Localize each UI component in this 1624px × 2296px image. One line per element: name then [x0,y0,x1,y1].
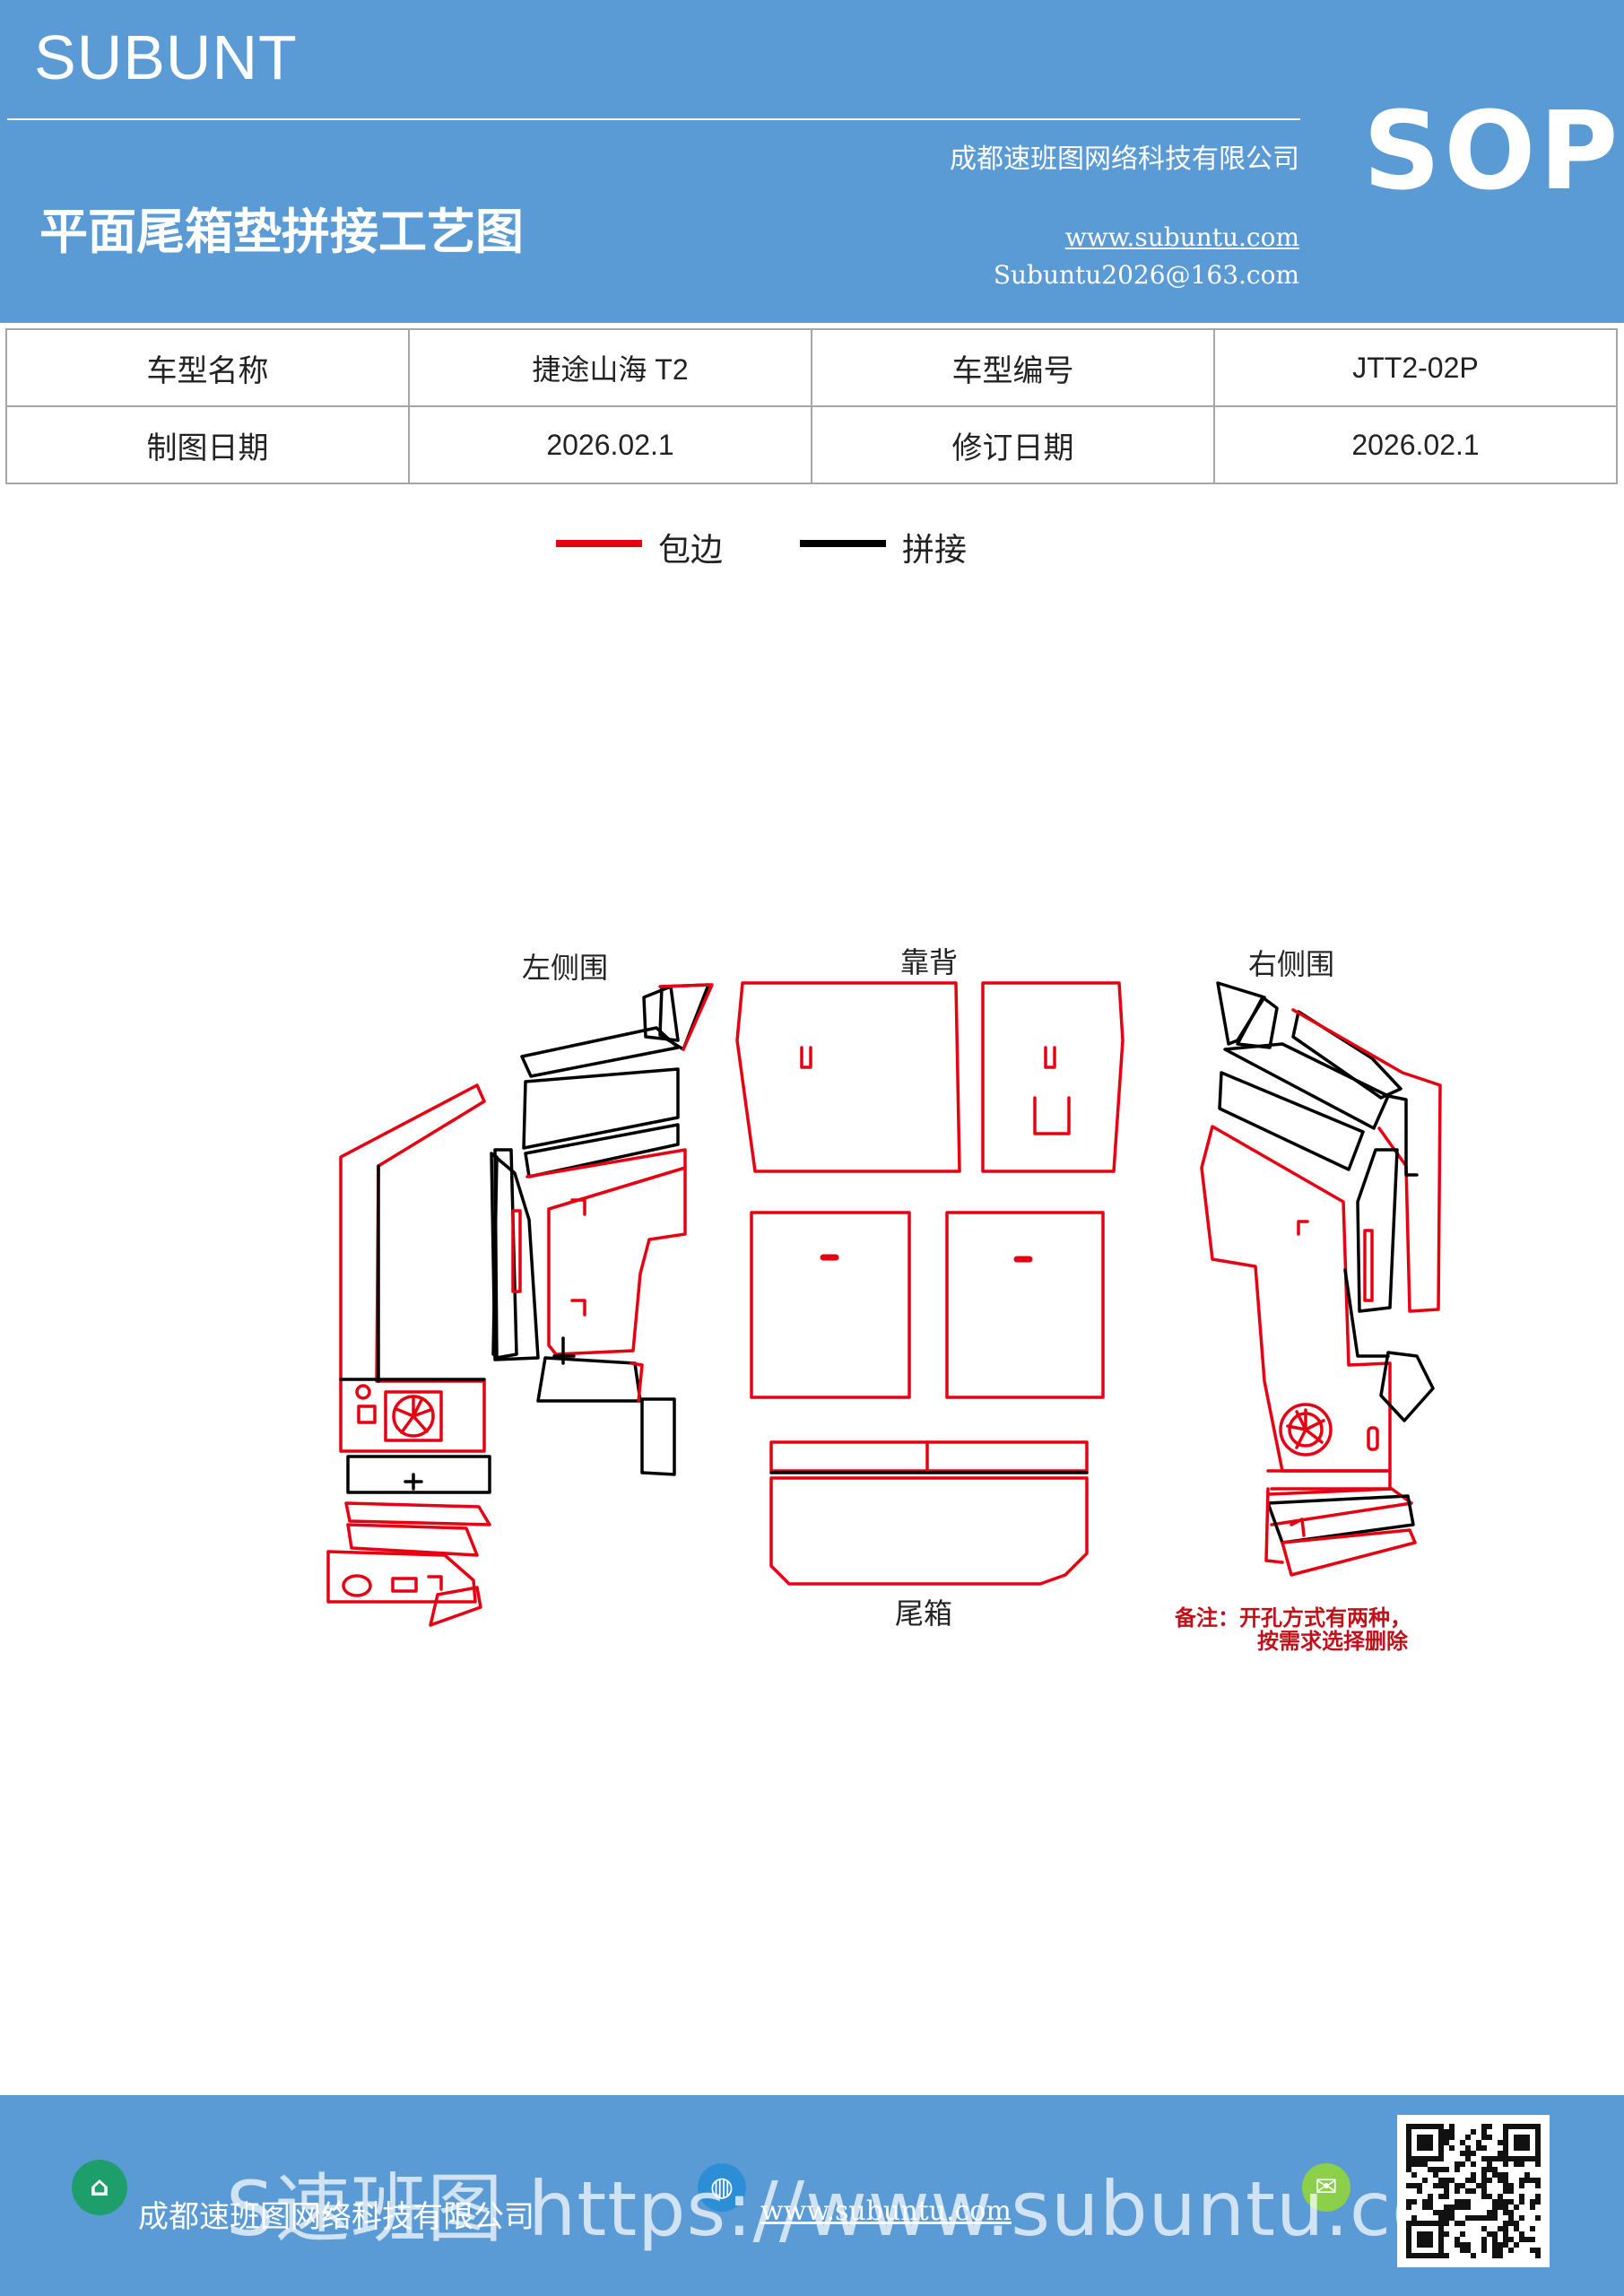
note-line-1: 备注：开孔方式有两种， [1174,1605,1411,1631]
legend-label-edge: 包边 [658,532,724,569]
table-row: 制图日期 2026.02.1 修订日期 2026.02.1 [5,405,1618,484]
model-code-value: JTT2-02P [1213,328,1618,407]
table-row: 车型名称 捷途山海 T2 车型编号 JTT2-02P [5,328,1618,407]
company-building-icon: ⌂ [72,2160,127,2215]
header-divider [7,118,1300,120]
model-name-label: 车型名称 [5,328,410,407]
website-link[interactable]: www.subuntu.com [1064,222,1299,252]
legend-swatch-seam [800,540,886,547]
footer-company: 成都速班图网络科技有限公司 [138,2199,534,2235]
revise-date-label: 修订日期 [811,405,1215,484]
revise-date-value: 2026.02.1 [1213,405,1618,484]
email-address[interactable]: Subuntu2026@163.com [993,260,1299,290]
document-title: 平面尾箱垫拼接工艺图 [39,204,524,260]
footer-watermark: S速班图 https://www.subuntu.com [226,2165,1514,2253]
label-right-side: 右侧围 [1248,947,1334,981]
right-side-panel [1200,981,1442,1577]
model-code-label: 车型编号 [811,328,1215,407]
draw-date-label: 制图日期 [5,405,410,484]
page-header: SUBUNT SOP 平面尾箱垫拼接工艺图 成都速班图网络科技有限公司 www.… [0,0,1624,323]
label-trunk: 尾箱 [895,1596,952,1631]
wechat-icon: ✉ [1302,2163,1350,2212]
qr-code-image [1406,2124,1541,2258]
footer-website-link[interactable]: www.subuntu.com [760,2196,1012,2227]
brand-logo: SUBUNT [34,22,298,92]
backrest-panels [735,981,1125,1399]
legend-label-seam: 拼接 [902,532,968,569]
label-left-side: 左侧围 [522,951,608,985]
draw-date-value: 2026.02.1 [408,405,812,484]
vehicle-info-table: 车型名称 捷途山海 T2 车型编号 JTT2-02P 制图日期 2026.02.… [5,328,1618,484]
left-side-panel [326,983,714,1627]
globe-icon: ◍ [698,2163,746,2212]
legend: 包边 拼接 [0,524,1624,578]
sop-badge: SOP [1363,90,1622,214]
note-line-2: 按需求选择删除 [1257,1629,1409,1654]
page-footer: ⌂ ◍ ✉ S速班图 https://www.subuntu.com 成都速班图… [0,2095,1624,2296]
legend-swatch-edge [556,540,642,547]
company-name: 成都速班图网络科技有限公司 [950,144,1299,175]
label-backrest: 靠背 [900,945,958,979]
qr-code [1397,2115,1550,2267]
trunk-panels [769,1440,1089,1586]
model-name-value: 捷途山海 T2 [408,328,812,407]
